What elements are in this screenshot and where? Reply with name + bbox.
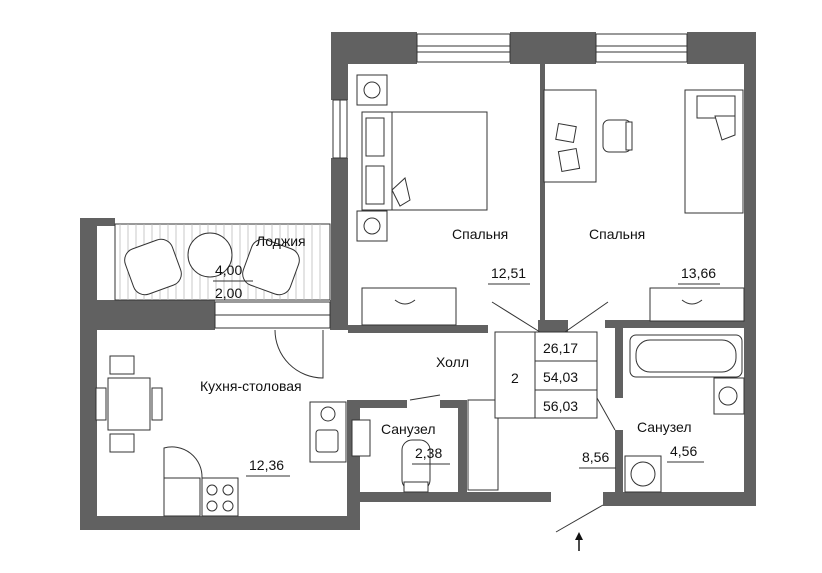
room-name-loggia: Лоджия: [256, 233, 306, 249]
room-area-hall: 8,56: [582, 449, 609, 465]
summary-table: 2 26,17 54,03 56,03: [494, 331, 598, 419]
room-name-bedroom-left: Спальня: [452, 226, 508, 242]
room-name-bath-small: Санузел: [381, 421, 436, 437]
windows: [214, 33, 688, 329]
room-name-kitchen: Кухня-столовая: [200, 378, 302, 394]
walls: [80, 32, 756, 530]
rooms-count: 2: [511, 370, 519, 386]
room-area-bath-small: 2,38: [415, 445, 442, 461]
total-with-loggia: 56,03: [543, 398, 578, 414]
bedroom-right-furniture: [543, 89, 745, 322]
room-area-kitchen: 12,36: [249, 457, 284, 473]
room-area-bedroom-left: 12,51: [491, 265, 526, 281]
room-area-loggia-reduced: 2,00: [215, 285, 242, 301]
room-labels: Спальня 12,51 Спальня 13,66 Лоджия 4,00 …: [200, 226, 720, 477]
total-area: 54,03: [543, 369, 578, 385]
bath-fixtures: [351, 334, 745, 493]
loggia: [114, 223, 331, 301]
room-name-hall: Холл: [436, 354, 469, 370]
bedroom-left-furniture: [356, 74, 488, 326]
room-name-bedroom-right: Спальня: [589, 226, 645, 242]
room-area-bath-large: 4,56: [670, 443, 697, 459]
room-area-bedroom-right: 13,66: [681, 265, 716, 281]
doors: [274, 301, 616, 533]
kitchen-furniture: [95, 355, 347, 517]
entrance-arrow-icon: [575, 532, 583, 551]
living-area: 26,17: [543, 340, 578, 356]
room-area-loggia-full: 4,00: [215, 262, 242, 278]
room-name-bath-large: Санузел: [637, 419, 692, 435]
